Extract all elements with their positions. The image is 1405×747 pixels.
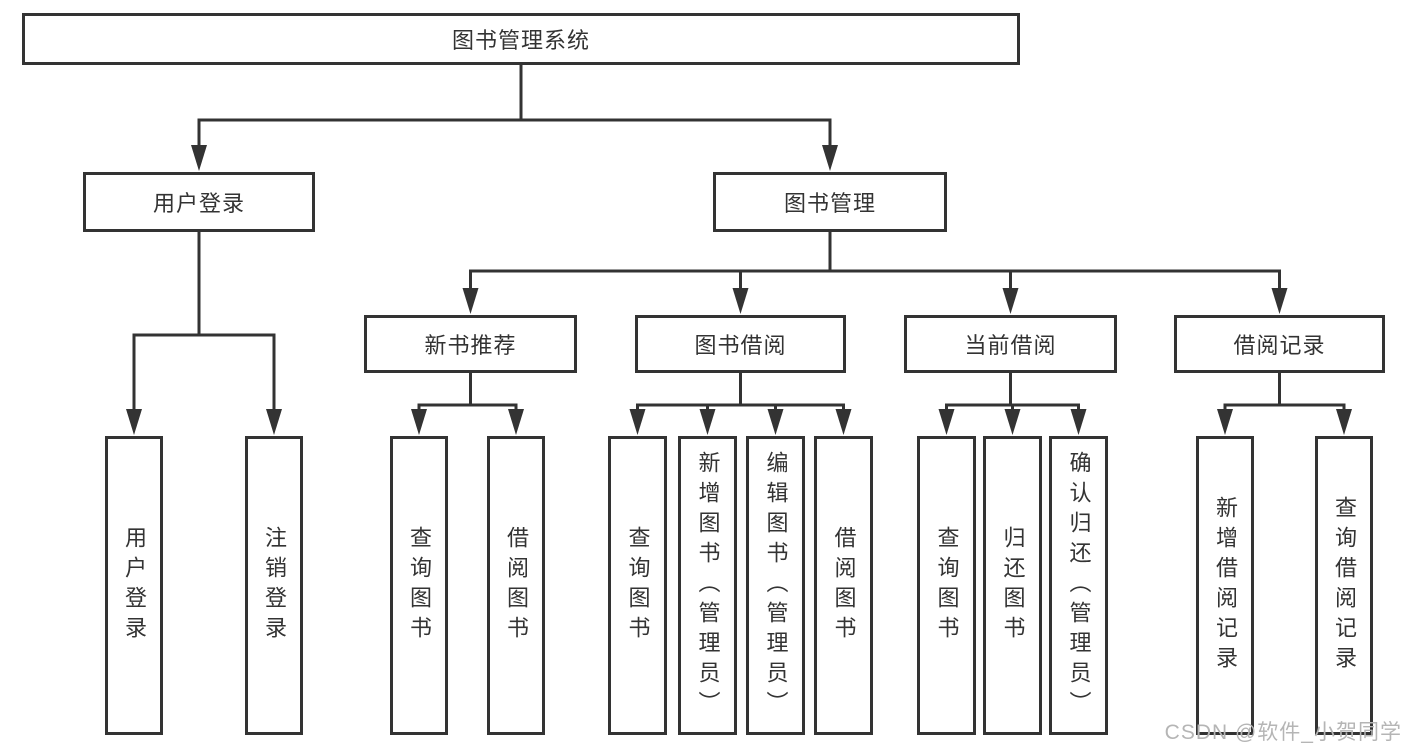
- node-book-borrow: 图书借阅: [635, 315, 846, 373]
- node-leaf-query-book-2: 查询图书: [608, 436, 667, 735]
- node-label: 图书借阅: [694, 333, 787, 358]
- node-label: 图书管理系统: [451, 28, 590, 53]
- node-label: 新增借阅记录: [1213, 495, 1238, 676]
- node-leaf-confirm-return: 确认归还（管理员）: [1049, 436, 1108, 735]
- node-leaf-borrow-book-1: 借阅图书: [487, 436, 545, 735]
- arrowhead-icon: [191, 145, 207, 171]
- arrowhead-icon: [1217, 409, 1233, 435]
- arrowhead-icon: [1004, 409, 1021, 435]
- arrowhead-icon: [938, 409, 955, 435]
- node-user-login: 用户登录: [83, 172, 315, 232]
- node-current-borrow: 当前借阅: [904, 315, 1117, 373]
- node-label: 借阅记录: [1233, 333, 1326, 358]
- arrowhead-icon: [822, 145, 838, 171]
- arrowhead-icon: [699, 409, 716, 435]
- node-leaf-borrow-book-2: 借阅图书: [814, 436, 873, 735]
- arrowhead-icon: [508, 409, 524, 435]
- node-label: 编辑图书（管理员）: [763, 450, 789, 721]
- arrowhead-icon: [1336, 409, 1352, 435]
- node-label: 图书管理: [783, 191, 876, 216]
- node-label: 查询图书: [934, 525, 960, 646]
- node-label: 新增图书（管理员）: [695, 450, 721, 721]
- node-label: 用户登录: [122, 525, 147, 646]
- node-label: 查询图书: [407, 525, 432, 646]
- arrowhead-icon: [462, 288, 479, 314]
- node-new-book-rec: 新书推荐: [364, 315, 577, 373]
- arrowhead-icon: [1070, 409, 1087, 435]
- node-leaf-logout: 注销登录: [245, 436, 303, 735]
- node-label: 借阅图书: [831, 525, 857, 646]
- arrowhead-icon: [767, 409, 784, 435]
- arrowhead-icon: [411, 409, 427, 435]
- node-leaf-edit-book: 编辑图书（管理员）: [746, 436, 805, 735]
- node-leaf-add-book: 新增图书（管理员）: [678, 436, 737, 735]
- node-book-mgmt: 图书管理: [713, 172, 947, 232]
- node-leaf-query-book-3: 查询图书: [917, 436, 976, 735]
- node-label: 用户登录: [152, 191, 245, 216]
- arrowhead-icon: [266, 409, 282, 435]
- arrowhead-icon: [1002, 288, 1019, 314]
- arrowhead-icon: [835, 409, 852, 435]
- node-label: 查询借阅记录: [1332, 495, 1357, 676]
- node-leaf-user-login: 用户登录: [105, 436, 163, 735]
- node-leaf-query-borrow-record: 查询借阅记录: [1315, 436, 1373, 735]
- node-label: 新书推荐: [424, 333, 517, 358]
- node-leaf-return-book: 归还图书: [983, 436, 1042, 735]
- node-borrow-record: 借阅记录: [1174, 315, 1385, 373]
- node-leaf-add-borrow-record: 新增借阅记录: [1196, 436, 1254, 735]
- node-label: 借阅图书: [504, 525, 529, 646]
- arrowhead-icon: [1271, 288, 1288, 314]
- node-label: 注销登录: [262, 525, 287, 646]
- arrowhead-icon: [126, 409, 142, 435]
- node-label: 查询图书: [625, 525, 651, 646]
- node-leaf-query-book-1: 查询图书: [390, 436, 448, 735]
- node-label: 当前借阅: [964, 333, 1057, 358]
- arrowhead-icon: [732, 288, 749, 314]
- node-label: 确认归还（管理员）: [1066, 450, 1092, 721]
- node-root: 图书管理系统: [22, 13, 1020, 65]
- arrowhead-icon: [629, 409, 646, 435]
- node-label: 归还图书: [1000, 525, 1026, 646]
